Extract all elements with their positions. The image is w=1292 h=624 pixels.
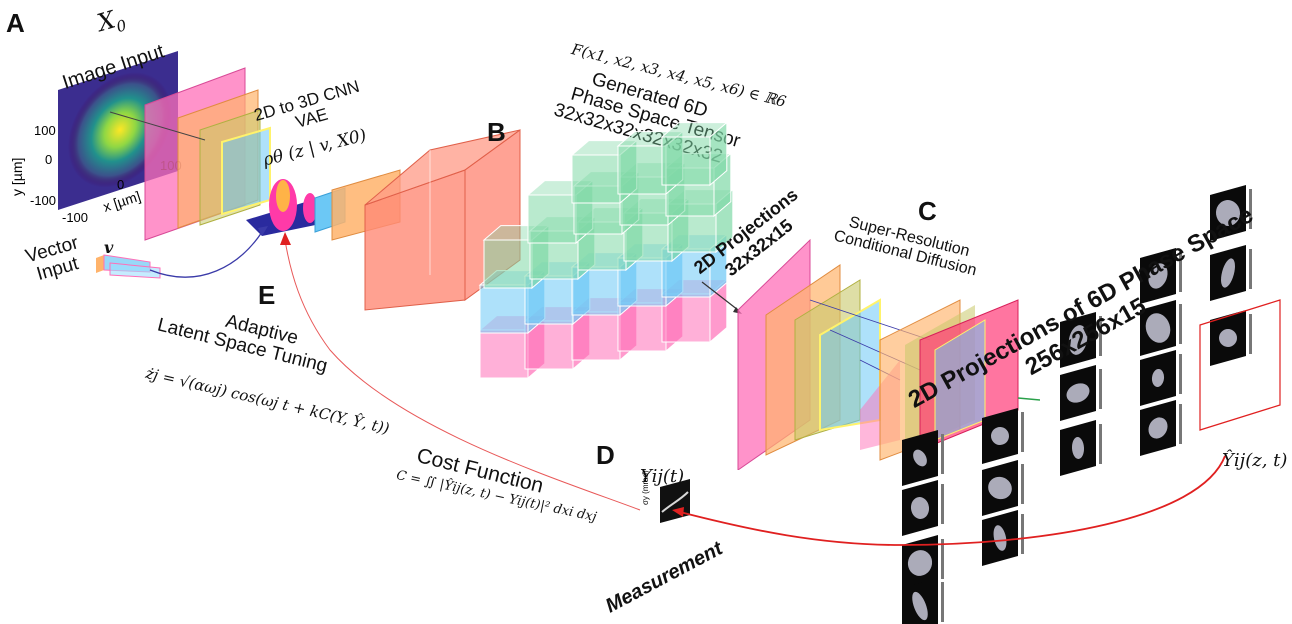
- projection-thumb: [1060, 420, 1102, 476]
- panel-letter-b: B: [487, 117, 506, 147]
- projection-thumb: [982, 460, 1024, 516]
- projection-thumb: [902, 578, 944, 624]
- salmon-cube: [364, 129, 521, 311]
- projection-thumb: [1210, 310, 1252, 366]
- tensor-cube-21: [660, 121, 729, 187]
- projection-thumb: [982, 408, 1024, 464]
- phase-space-cubes: [478, 121, 735, 380]
- y-tick-100: 100: [34, 123, 56, 138]
- panel-letter-d: D: [596, 440, 615, 470]
- projection-thumb: [902, 430, 944, 486]
- vector-bars: [96, 226, 268, 279]
- diffusion-sheets: [701, 238, 1040, 470]
- projection-thumb: [1140, 300, 1182, 356]
- projection-thumb: [1140, 350, 1182, 406]
- y-tick-0: 0: [45, 152, 52, 167]
- projection-thumb: [1140, 248, 1182, 304]
- x-tick-0: 0: [117, 177, 124, 192]
- projection-thumb: [982, 510, 1024, 566]
- projection-thumb: [1140, 400, 1182, 456]
- projection-thumb: [1060, 365, 1102, 421]
- y-tick-neg100: -100: [30, 193, 56, 208]
- measured-yij-label: Yij(t): [640, 466, 685, 487]
- yhat-label: Ŷij(z, t): [1222, 450, 1288, 471]
- y-axis-label: y [µm]: [9, 158, 25, 196]
- panel-letter-e: E: [258, 280, 276, 310]
- x-tick-neg100: -100: [62, 210, 88, 225]
- projection-thumb: [1210, 185, 1252, 241]
- projection-thumb: [902, 480, 944, 536]
- selected-projection-highlight: [1199, 299, 1281, 431]
- svg-text:σy (mrad): σy (mrad): [641, 470, 650, 505]
- projection-thumb: [1060, 312, 1102, 368]
- panel-letter-a: A: [6, 8, 25, 38]
- projection-thumb: [902, 535, 944, 591]
- projection-thumb: [1210, 245, 1252, 301]
- vector-symbol: v: [104, 238, 114, 257]
- panel-letter-c: C: [918, 196, 937, 226]
